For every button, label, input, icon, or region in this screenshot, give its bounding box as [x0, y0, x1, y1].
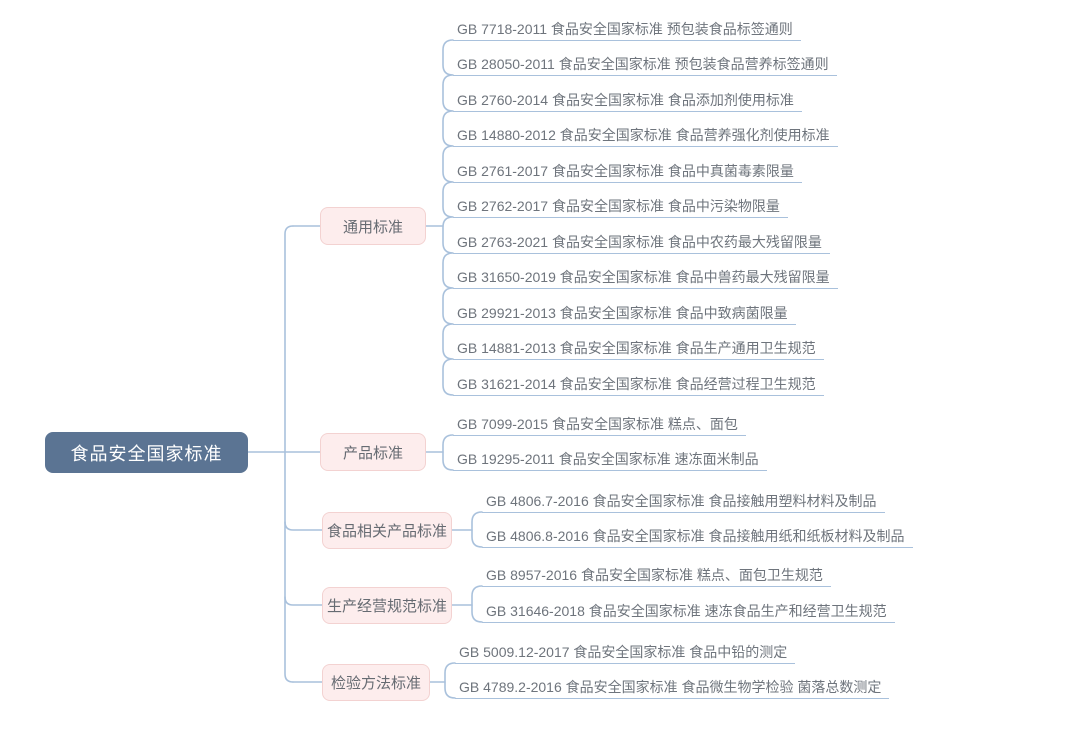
connector-spine	[284, 225, 294, 683]
connector-branch3-bracket	[471, 511, 483, 548]
leaf-topic[interactable]: GB 4806.8-2016 食品安全国家标准 食品接触用纸和纸板材料及制品	[482, 527, 913, 548]
leaf-topic[interactable]: GB 31646-2018 食品安全国家标准 速冻食品生产和经营卫生规范	[482, 602, 895, 623]
leaf-topic[interactable]: GB 14880-2012 食品安全国家标准 食品营养强化剂使用标准	[453, 126, 838, 147]
connector-branch4-elbow	[284, 596, 323, 606]
leaf-topic[interactable]: GB 28050-2011 食品安全国家标准 预包装食品营养标签通则	[453, 55, 837, 76]
connector-branch5-bracket	[444, 662, 456, 699]
connector-branch3-elbow	[284, 521, 323, 531]
leaf-topic[interactable]: GB 14881-2013 食品安全国家标准 食品生产通用卫生规范	[453, 339, 824, 360]
connector-branch2-bracket	[442, 434, 454, 471]
leaf-topic[interactable]: GB 2762-2017 食品安全国家标准 食品中污染物限量	[453, 197, 788, 218]
branch-node-food-related-product-standards[interactable]: 食品相关产品标准	[322, 512, 452, 549]
leaf-topic[interactable]: GB 19295-2011 食品安全国家标准 速冻面米制品	[453, 450, 767, 471]
leaf-topic[interactable]: GB 5009.12-2017 食品安全国家标准 食品中铅的测定	[455, 643, 796, 664]
leaf-topic[interactable]: GB 7718-2011 食品安全国家标准 预包装食品标签通则	[453, 20, 801, 41]
leaf-topic[interactable]: GB 2761-2017 食品安全国家标准 食品中真菌毒素限量	[453, 162, 802, 183]
connector-branch1-bracket	[442, 39, 454, 396]
branch-node-testing-method-standards[interactable]: 检验方法标准	[322, 664, 430, 701]
leaf-topic[interactable]: GB 4806.7-2016 食品安全国家标准 食品接触用塑料材料及制品	[482, 492, 885, 513]
leaf-topic[interactable]: GB 29921-2013 食品安全国家标准 食品中致病菌限量	[453, 304, 796, 325]
branch-node-general-standards[interactable]: 通用标准	[320, 207, 426, 245]
branch-node-product-standards[interactable]: 产品标准	[320, 433, 426, 471]
leaf-topic[interactable]: GB 31650-2019 食品安全国家标准 食品中兽药最大残留限量	[453, 268, 838, 289]
leaf-topic[interactable]: GB 31621-2014 食品安全国家标准 食品经营过程卫生规范	[453, 375, 824, 396]
connector-branch4-bracket	[471, 585, 483, 623]
leaf-topic[interactable]: GB 2763-2021 食品安全国家标准 食品中农药最大残留限量	[453, 233, 830, 254]
branch-node-production-operation-standards[interactable]: 生产经营规范标准	[322, 587, 452, 624]
leaf-topic[interactable]: GB 8957-2016 食品安全国家标准 糕点、面包卫生规范	[482, 566, 831, 587]
leaf-topic[interactable]: GB 7099-2015 食品安全国家标准 糕点、面包	[453, 415, 746, 436]
leaf-topic[interactable]: GB 4789.2-2016 食品安全国家标准 食品微生物学检验 菌落总数测定	[455, 678, 890, 699]
leaf-topic[interactable]: GB 2760-2014 食品安全国家标准 食品添加剂使用标准	[453, 91, 802, 112]
root-node-food-safety-national-standards[interactable]: 食品安全国家标准	[45, 432, 248, 473]
